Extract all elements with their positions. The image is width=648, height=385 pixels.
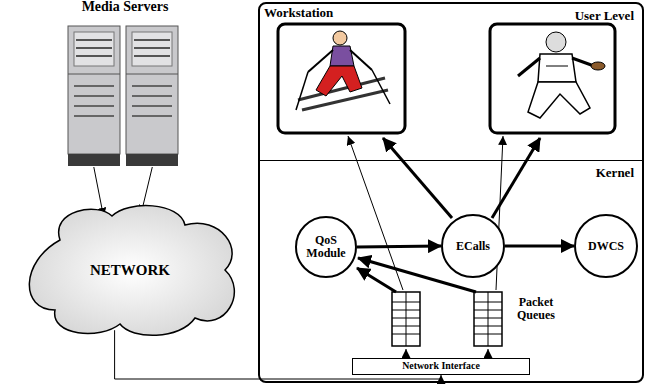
ecalls-circle: ECalls (441, 214, 505, 278)
dwcs-circle: DWCS (574, 214, 638, 278)
server-group: Media Servers (60, 2, 190, 167)
node-text: Workstation (264, 5, 333, 21)
node-text: NETWORK (90, 262, 170, 279)
flow-connector (357, 246, 441, 247)
packet-queue (474, 292, 502, 346)
node-text: ECalls (456, 240, 490, 253)
node-text: DWCS (588, 240, 624, 253)
node-text: Kernel (260, 165, 634, 181)
server-tower (126, 26, 178, 166)
skier-picture (278, 24, 405, 133)
flow-connector (505, 245, 574, 248)
node-text: QoS Module (299, 234, 353, 259)
packet-queue (392, 292, 420, 346)
node-text: Network Interface (353, 359, 529, 373)
queue-label: Packet Queues (506, 296, 566, 322)
football-picture (490, 24, 615, 133)
server-tower (68, 26, 120, 166)
kernel-band: KernelQoS Module ECalls DWCS Network Interf… (260, 160, 642, 381)
node-text: Media Servers (60, 0, 190, 15)
user-level-band: User Level (260, 4, 642, 160)
workstation-box: WorkstationUser LevelKernelQoS Module ECa… (258, 2, 644, 383)
qos-module-circle: QoS Module (295, 216, 357, 278)
network-interface-box: Network Interface (352, 358, 530, 375)
network-cloud: NETWORK (20, 200, 240, 340)
